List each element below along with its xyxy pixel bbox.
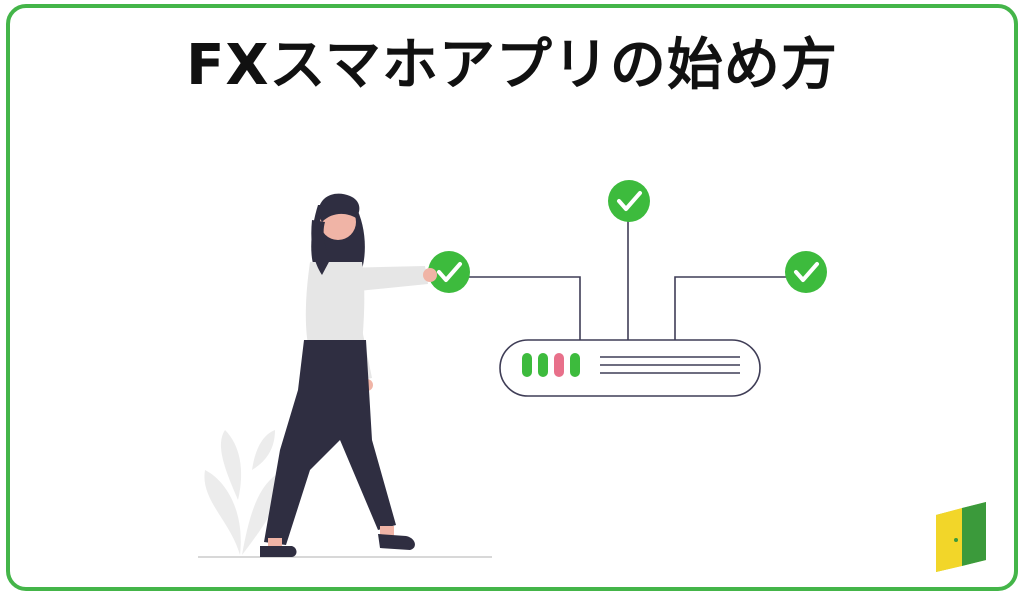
background-leaves <box>204 430 285 555</box>
connector-lines <box>467 220 786 340</box>
check-circle-icon <box>608 180 650 222</box>
door-logo-icon <box>936 502 986 572</box>
led-4 <box>570 353 580 377</box>
router-device <box>499 339 761 397</box>
vent-lines <box>600 356 740 374</box>
card-border <box>6 4 1018 591</box>
page-title: FXスマホアプリの始め方 <box>186 33 838 98</box>
led-2 <box>538 353 548 377</box>
woman-figure <box>260 193 437 557</box>
led-1 <box>522 353 532 377</box>
check-circle-icon <box>428 251 470 293</box>
led-3 <box>554 353 564 377</box>
check-circle-icon <box>785 251 827 293</box>
